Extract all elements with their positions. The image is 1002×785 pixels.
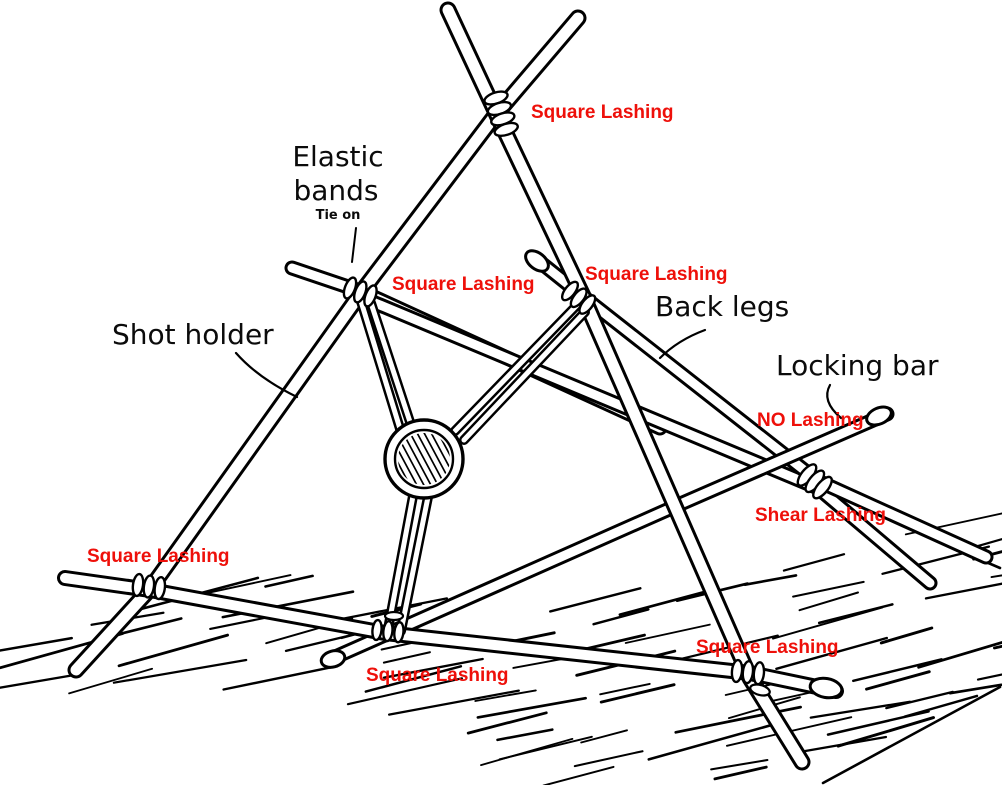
label-tie-on: Tie on bbox=[315, 208, 361, 223]
label-elastic-bands-line1: Elastic bbox=[292, 140, 384, 173]
label-square-lashing-right: Square Lashing bbox=[585, 264, 728, 285]
callout-pointers bbox=[234, 227, 843, 420]
label-shot-holder: Shot holder bbox=[112, 318, 274, 351]
lashing-knots bbox=[131, 90, 833, 697]
label-back-legs: Back legs bbox=[655, 290, 790, 323]
label-square-lashing-left: Square Lashing bbox=[392, 274, 535, 295]
back-legs-pointer bbox=[658, 328, 707, 360]
tie-on-pointer bbox=[351, 227, 357, 263]
ground-hatching bbox=[0, 512, 1002, 785]
elastic-bands bbox=[355, 293, 590, 636]
label-square-lashing-bottom-left: Square Lashing bbox=[87, 546, 230, 567]
shot-holder-pointer bbox=[234, 351, 299, 399]
label-no-lashing: NO Lashing bbox=[757, 410, 864, 431]
locking-bar-pointer bbox=[826, 383, 843, 420]
shot-holder-ring bbox=[383, 418, 465, 500]
label-locking-bar: Locking bar bbox=[776, 349, 939, 382]
pole-end-knobs bbox=[319, 249, 893, 700]
label-square-lashing-top: Square Lashing bbox=[531, 102, 674, 123]
label-square-lashing-bottom-right: Square Lashing bbox=[696, 637, 839, 658]
label-square-lashing-bottom-middle: Square Lashing bbox=[366, 665, 509, 686]
label-elastic-bands-line2: bands bbox=[293, 174, 379, 207]
label-shear-lashing: Shear Lashing bbox=[755, 505, 886, 526]
